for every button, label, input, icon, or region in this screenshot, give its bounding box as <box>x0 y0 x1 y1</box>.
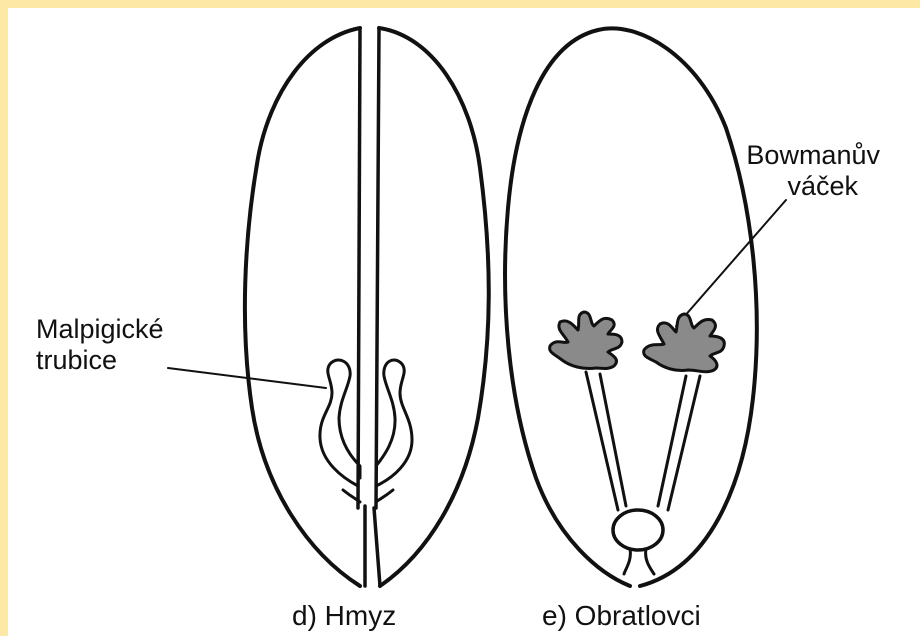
bladder <box>613 510 663 550</box>
insect-caption: d) Hmyz <box>292 600 396 632</box>
insect-label-line-1: Malpigické <box>36 314 164 345</box>
vertebrate-label: Bowmanův váček <box>730 140 880 202</box>
vertebrate-caption: e) Obratlovci <box>542 600 701 632</box>
malpighian-tubule-right <box>376 360 412 486</box>
bowman-capsules <box>550 312 725 372</box>
ureter-right <box>658 376 700 510</box>
bowman-capsule-left <box>550 312 622 369</box>
insect-body-outline <box>245 28 489 586</box>
insect-label: Malpigické trubice <box>36 314 164 376</box>
vertebrate-label-leader <box>676 200 786 326</box>
vertebrate-diagram <box>505 28 786 586</box>
insect-label-line-2: trubice <box>36 345 164 376</box>
vertebrate-body-outline <box>505 28 757 586</box>
vertebrate-label-line-2: váček <box>730 171 880 202</box>
malpighian-tubule-base <box>343 490 393 502</box>
malpighian-tubule-left <box>320 360 360 486</box>
bowman-capsule-right <box>644 314 725 372</box>
ureter-left <box>586 372 626 510</box>
vertebrate-label-line-1: Bowmanův <box>730 140 880 171</box>
insect-diagram <box>168 28 489 586</box>
urethra <box>624 549 654 574</box>
